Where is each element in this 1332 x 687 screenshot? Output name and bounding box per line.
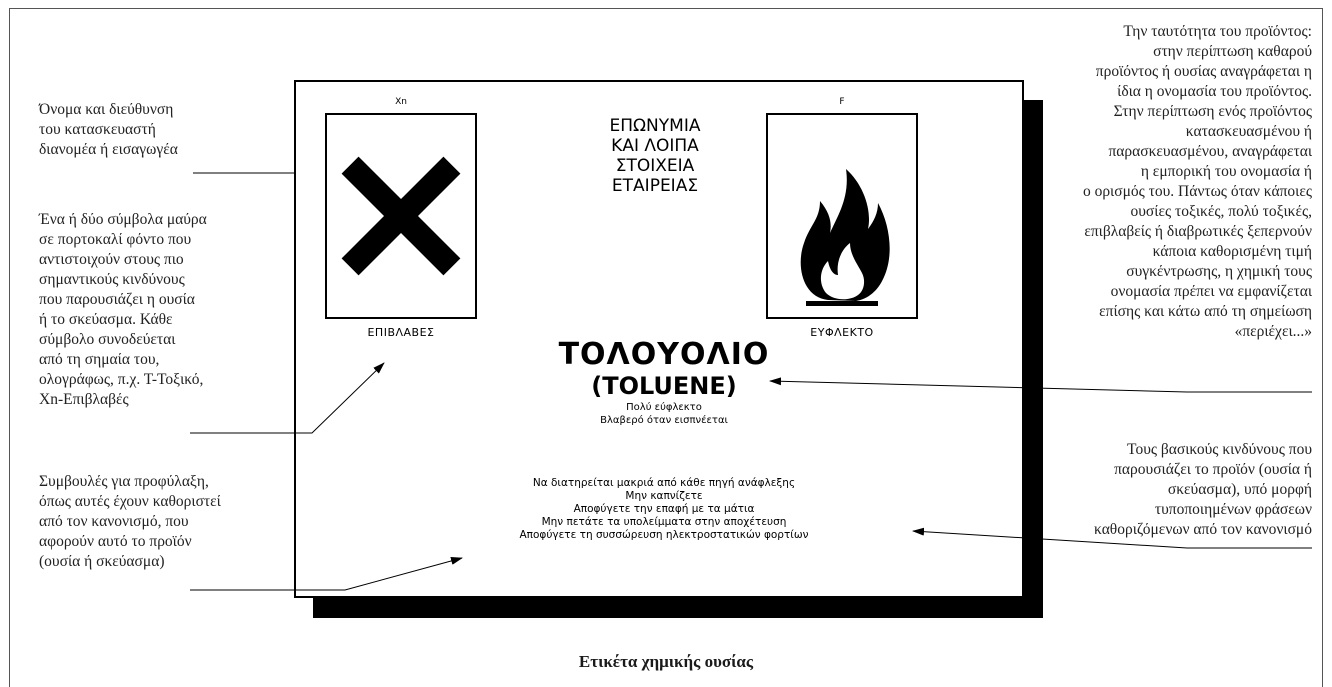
precaution-phrases: Να διατηρείται μακριά από κάθε πηγή ανάφ… xyxy=(424,477,904,542)
note-line: αντιστοιχούν στους πιο xyxy=(39,251,184,268)
note-line: Στην περίπτωση ενός προϊόντος xyxy=(1113,103,1312,120)
note-line: αφορούν αυτό το προϊόν xyxy=(39,533,192,550)
hazard-phrase: Βλαβερό όταν εισπνέεται xyxy=(600,415,728,426)
precaution-phrase: Αποφύγετε τη συσσώρευση ηλεκτροστατικών … xyxy=(519,529,809,541)
symbol-code-f: F xyxy=(839,97,845,107)
company-line: ΚΑΙ ΛΟΙΠΑ xyxy=(611,136,699,156)
note-line: ολογράφως, π.χ. Τ-Τοξικό, xyxy=(39,371,204,388)
precaution-phrase: Αποφύγετε την επαφή με τα μάτια xyxy=(573,503,755,515)
note-line: Την ταυτότητα του προϊόντος: xyxy=(1123,23,1312,40)
note-line: συγκέντρωσης, η χημική τους xyxy=(1126,263,1312,280)
note-risks: Τους βασικούς κινδύνους που παρουσιάζει … xyxy=(1094,440,1312,540)
note-line: Συμβουλές για προφύλαξη, xyxy=(39,473,209,490)
note-identity: Την ταυτότητα του προϊόντος: στην περίπτ… xyxy=(1083,22,1312,342)
precaution-phrase: Μην πετάτε τα υπολείμματα στην αποχέτευσ… xyxy=(541,516,787,528)
leader-identity xyxy=(769,377,1312,393)
note-line: κατασκευασμένου ή xyxy=(1185,123,1312,140)
note-line: σε πορτοκαλί φόντο που xyxy=(39,231,192,248)
note-line: (ουσία ή σκεύασμα) xyxy=(39,553,165,570)
product-identity: ΤΟΛΟΥΟΛΙΟ (TOLUENE) xyxy=(494,337,834,401)
note-line: ή το σκεύασμα. Κάθε xyxy=(39,311,173,328)
note-line: προϊόντος ή ουσίας αναγράφεται η xyxy=(1095,63,1312,80)
note-line: ίδια η ονομασία του προϊόντος. xyxy=(1117,83,1312,100)
note-line: παρασκευασμένου, αναγράφεται xyxy=(1108,143,1312,160)
note-line: ο ορισμός του. Πάντως όταν κάποιες xyxy=(1082,183,1312,200)
flame-icon xyxy=(800,169,890,306)
note-line: σκεύασμα), υπό μορφή xyxy=(1167,481,1312,498)
note-line: από τη σημαία του, xyxy=(39,351,160,368)
company-line: ΕΠΩΝΥΜΙΑ xyxy=(609,116,701,136)
symbol-box-flammable xyxy=(766,113,918,319)
product-name-intl: (TOLUENE) xyxy=(591,372,737,400)
note-line: επιβλαβείς ή διαβρωτικές ξεπερνούν xyxy=(1084,223,1312,240)
leader-precautions xyxy=(190,557,463,591)
symbol-caption-flammable: ΕΥΦΛΕΚΤΟ xyxy=(810,326,874,339)
company-line: ΣΤΟΙΧΕΙΑ xyxy=(615,156,695,176)
leader-symbols xyxy=(190,362,385,434)
note-line: τυποποιημένων φράσεων xyxy=(1154,501,1312,518)
note-line: διανομέα ή εισαγωγέα xyxy=(39,141,178,158)
note-line: σύμβολο συνοδεύεται xyxy=(39,331,176,348)
hazard-phrases: Πολύ εύφλεκτο Βλαβερό όταν εισπνέεται xyxy=(494,401,834,427)
product-name: ΤΟΛΟΥΟΛΙΟ xyxy=(558,337,770,372)
note-line: κάποια καθορισμένη τιμή xyxy=(1152,243,1312,260)
note-line: που παρουσιάζει η ουσία xyxy=(39,291,195,308)
note-line: Τους βασικούς κινδύνους που xyxy=(1127,441,1312,458)
figure-caption: Ετικέτα χημικής ουσίας xyxy=(578,652,754,671)
note-symbols: Ένα ή δύο σύμβολα μαύρα σε πορτοκαλί φόν… xyxy=(39,210,207,410)
note-line: σημαντικούς κινδύνους xyxy=(39,271,185,288)
symbol-code-xn: Xn xyxy=(395,97,407,107)
company-line: ΕΤΑΙΡΕΙΑΣ xyxy=(611,176,699,196)
note-line: η εμπορική του ονομασία ή xyxy=(1140,163,1312,180)
note-line: Ένα ή δύο σύμβολα μαύρα xyxy=(39,211,207,228)
note-line: ουσίες τοξικές, πολύ τοξικές, xyxy=(1130,203,1313,220)
company-info: ΕΠΩΝΥΜΙΑ ΚΑΙ ΛΟΙΠΑ ΣΤΟΙΧΕΙΑ ΕΤΑΙΡΕΙΑΣ xyxy=(555,116,755,196)
harmful-x-icon xyxy=(341,156,461,276)
leader-risks xyxy=(912,527,1312,549)
note-line: καθοριζόμενων από τον κανονισμό xyxy=(1094,521,1312,538)
precaution-phrase: Να διατηρείται μακριά από κάθε πηγή ανάφ… xyxy=(532,477,796,489)
note-manufacturer: Όνομα και διεύθυνση του κατασκευαστή δια… xyxy=(39,100,178,160)
note-line: ονομασία πρέπει να εμφανίζεται xyxy=(1110,283,1312,300)
note-line: του κατασκευαστή xyxy=(39,121,156,138)
note-line: Xn-Επιβλαβές xyxy=(39,391,129,408)
note-precautions: Συμβουλές για προφύλαξη, όπως αυτές έχου… xyxy=(39,472,221,572)
note-line: επίσης και κάτω από τη σημείωση xyxy=(1099,303,1312,320)
symbol-box-harmful xyxy=(325,113,477,319)
precaution-phrase: Μην καπνίζετε xyxy=(625,490,703,502)
figure-frame xyxy=(9,8,1323,687)
note-line: Όνομα και διεύθυνση xyxy=(39,101,174,118)
note-line: στην περίπτωση καθαρού xyxy=(1153,43,1312,60)
note-line: από τον κανονισμό, που xyxy=(39,513,189,530)
note-line: παρουσιάζει το προϊόν (ουσία ή xyxy=(1114,461,1312,478)
note-line: όπως αυτές έχουν καθοριστεί xyxy=(39,493,221,510)
hazard-phrase: Πολύ εύφλεκτο xyxy=(626,402,702,413)
note-line: «περιέχει...» xyxy=(1234,323,1312,340)
symbol-caption-harmful: ΕΠΙΒΛΑΒΕΣ xyxy=(367,326,435,339)
